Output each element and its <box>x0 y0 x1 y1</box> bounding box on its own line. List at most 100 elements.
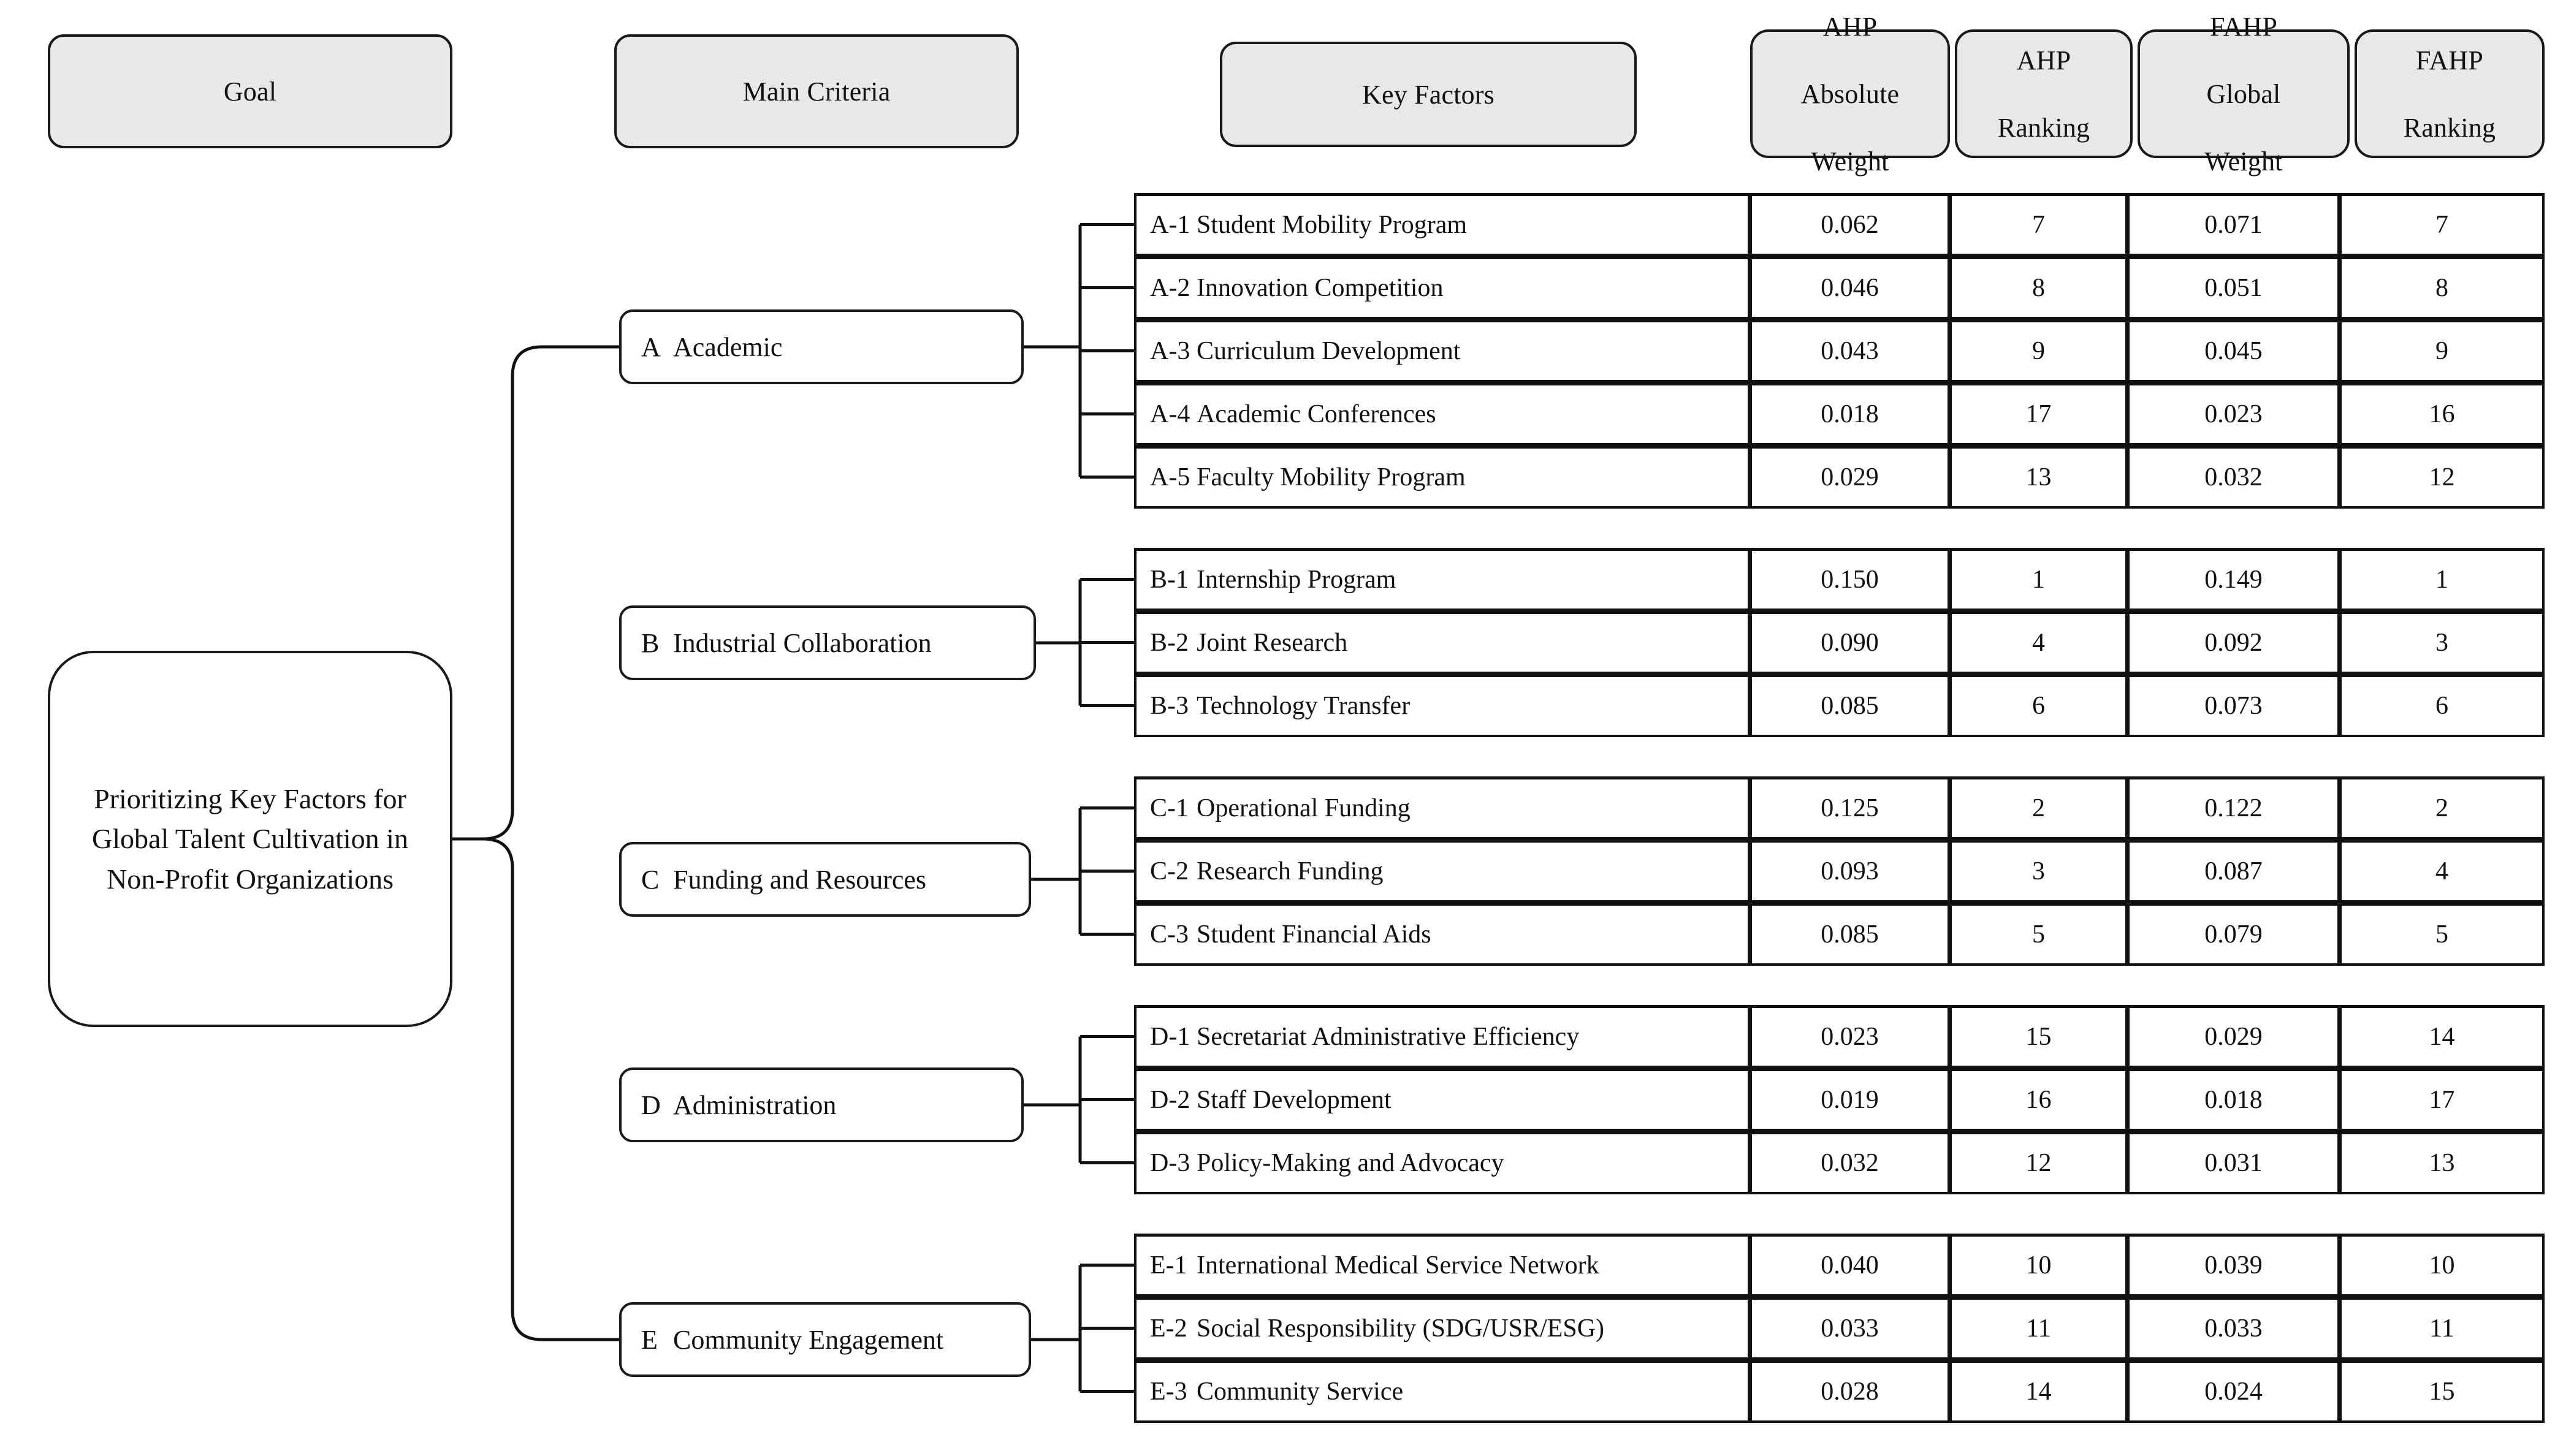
cell-ahp-rank: 3 <box>1950 840 2128 903</box>
cell-ahp-rank: 17 <box>1950 382 2128 446</box>
criteria-name: Community Engagement <box>673 1324 944 1355</box>
cell-fahp-weight: 0.024 <box>2128 1360 2340 1423</box>
table-row[interactable]: E-1 International Medical Service Network <box>1134 1234 1750 1297</box>
cell-fahp-weight: 0.087 <box>2128 840 2340 903</box>
factor-code: A-2 <box>1150 274 1190 302</box>
factor-code: A-4 <box>1150 400 1190 428</box>
factor-code: B-1 <box>1150 566 1189 594</box>
cell-ahp-rank: 10 <box>1950 1234 2128 1297</box>
cell-ahp-weight: 0.150 <box>1750 548 1950 611</box>
cell-ahp-weight: 0.018 <box>1750 382 1950 446</box>
cell-fahp-rank: 14 <box>2340 1005 2545 1068</box>
factor-code: E-3 <box>1150 1378 1187 1406</box>
factor-name: Internship Program <box>1197 566 1396 594</box>
factor-code: D-1 <box>1150 1023 1190 1051</box>
cell-ahp-weight: 0.029 <box>1750 446 1950 509</box>
factor-name: Policy-Making and Advocacy <box>1197 1149 1504 1177</box>
cell-fahp-weight: 0.023 <box>2128 382 2340 446</box>
factor-code: C-3 <box>1150 920 1189 949</box>
factor-name: Curriculum Development <box>1197 337 1461 365</box>
header-ahp-rank: AHP Ranking <box>1955 29 2133 158</box>
table-row[interactable]: C-1 Operational Funding <box>1134 776 1750 840</box>
cell-ahp-weight: 0.085 <box>1750 674 1950 737</box>
cell-ahp-weight: 0.019 <box>1750 1068 1950 1131</box>
factor-name: Research Funding <box>1197 857 1384 885</box>
header-line: Key Factors <box>1361 79 1495 110</box>
cell-ahp-weight: 0.028 <box>1750 1360 1950 1423</box>
cell-ahp-rank: 8 <box>1950 256 2128 319</box>
cell-ahp-weight: 0.090 <box>1750 611 1950 674</box>
cell-ahp-weight: 0.093 <box>1750 840 1950 903</box>
header-line: Ranking <box>1997 112 2090 143</box>
factor-code: A-5 <box>1150 463 1190 491</box>
factor-name: Community Service <box>1197 1378 1404 1406</box>
header-line: Weight <box>2204 146 2283 176</box>
cell-fahp-weight: 0.122 <box>2128 776 2340 840</box>
factor-name: Faculty Mobility Program <box>1197 463 1466 491</box>
table-row[interactable]: E-3 Community Service <box>1134 1360 1750 1423</box>
cell-fahp-rank: 5 <box>2340 903 2545 966</box>
cell-fahp-rank: 12 <box>2340 446 2545 509</box>
criteria-name: Academic <box>673 332 783 362</box>
cell-fahp-weight: 0.079 <box>2128 903 2340 966</box>
header-line: FAHP <box>2209 11 2278 42</box>
cell-fahp-weight: 0.032 <box>2128 446 2340 509</box>
cell-fahp-weight: 0.029 <box>2128 1005 2340 1068</box>
cell-fahp-weight: 0.073 <box>2128 674 2340 737</box>
cell-fahp-rank: 10 <box>2340 1234 2545 1297</box>
factor-code: A-1 <box>1150 211 1190 239</box>
factor-name: Operational Funding <box>1197 794 1411 822</box>
cell-fahp-weight: 0.018 <box>2128 1068 2340 1131</box>
header-line: AHP <box>2016 45 2071 75</box>
cell-ahp-weight: 0.043 <box>1750 319 1950 382</box>
cell-ahp-rank: 14 <box>1950 1360 2128 1423</box>
factor-code: C-1 <box>1150 794 1189 822</box>
header-line: AHP <box>1822 11 1878 42</box>
brace-goal-to-bottom <box>482 837 619 1341</box>
factor-code: E-1 <box>1150 1251 1187 1280</box>
factor-code: D-3 <box>1150 1149 1190 1177</box>
cell-ahp-rank: 15 <box>1950 1005 2128 1068</box>
header-line: Ranking <box>2403 112 2496 143</box>
cell-fahp-rank: 16 <box>2340 382 2545 446</box>
cell-ahp-weight: 0.062 <box>1750 193 1950 256</box>
cell-fahp-weight: 0.051 <box>2128 256 2340 319</box>
cell-fahp-rank: 4 <box>2340 840 2545 903</box>
factor-name: Joint Research <box>1197 629 1348 657</box>
cell-ahp-rank: 2 <box>1950 776 2128 840</box>
header-goal: Goal <box>48 34 452 148</box>
factor-name: Secretariat Administrative Efficiency <box>1197 1023 1580 1051</box>
cell-fahp-rank: 3 <box>2340 611 2545 674</box>
cell-ahp-rank: 4 <box>1950 611 2128 674</box>
cell-ahp-weight: 0.125 <box>1750 776 1950 840</box>
cell-fahp-rank: 7 <box>2340 193 2545 256</box>
header-line: Absolute <box>1800 78 1900 109</box>
cell-fahp-rank: 6 <box>2340 674 2545 737</box>
factor-code: E-2 <box>1150 1314 1187 1343</box>
factor-name: International Medical Service Network <box>1197 1251 1599 1280</box>
criteria-name: Industrial Collaboration <box>673 628 932 658</box>
cell-ahp-weight: 0.023 <box>1750 1005 1950 1068</box>
cell-fahp-rank: 1 <box>2340 548 2545 611</box>
table-row[interactable]: B-1 Internship Program <box>1134 548 1750 611</box>
